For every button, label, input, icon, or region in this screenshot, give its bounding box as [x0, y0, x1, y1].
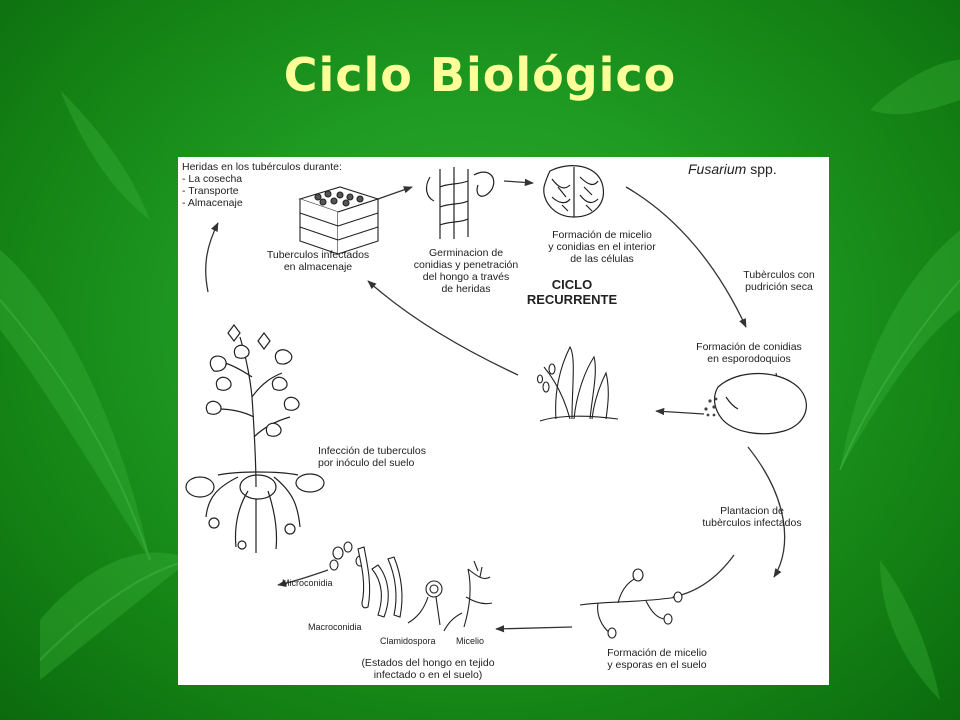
germination-illustration	[427, 167, 494, 239]
slide-title: Ciclo Biológico	[0, 48, 960, 102]
infeccion-label: Infección de tuberculos por inóculo del …	[318, 445, 426, 469]
potato-plant-illustration	[186, 325, 324, 553]
microconidia-label: Microconidia	[282, 577, 333, 589]
heridas-label: Heridas en los tubérculos durante: - La …	[182, 161, 342, 209]
formacion-suelo-label: Formación de micelio y esporas en el sue…	[592, 647, 722, 671]
formacion-micelio-celulas-label: Formación de micelio y conidias en el in…	[532, 229, 672, 265]
organism-name: Fusarium spp.	[688, 163, 777, 175]
infected-cells-illustration	[544, 166, 604, 217]
estados-label: (Estados del hongo en tejido infectado o…	[348, 657, 508, 681]
plantacion-label: Plantacion de tubèrculos infectados	[682, 505, 822, 529]
almacenaje-label: Tuberculos infectados en almacenaje	[258, 249, 378, 273]
fusarium-life-cycle-diagram: Fusarium spp. Heridas en los tubérculos …	[178, 157, 829, 685]
ciclo-recurrente-label: CICLO RECURRENTE	[512, 277, 632, 307]
conidiophores-illustration	[538, 347, 619, 421]
micelio-label: Micelio	[456, 635, 484, 647]
esporodoquios-label: Formación de conidias en esporodoquios	[674, 341, 824, 365]
soil-mycelium-illustration	[580, 569, 682, 638]
fungal-forms-illustration	[330, 542, 492, 631]
pudricion-label: Tubèrculos con pudrición seca	[734, 269, 824, 293]
dry-rot-tuber-illustration	[704, 374, 806, 434]
diagram-illustrations	[178, 157, 829, 685]
macroconidia-label: Macroconidia	[308, 621, 362, 633]
clamidospora-label: Clamidospora	[380, 635, 436, 647]
germinacion-label: Germinacion de conidias y penetración de…	[406, 247, 526, 295]
